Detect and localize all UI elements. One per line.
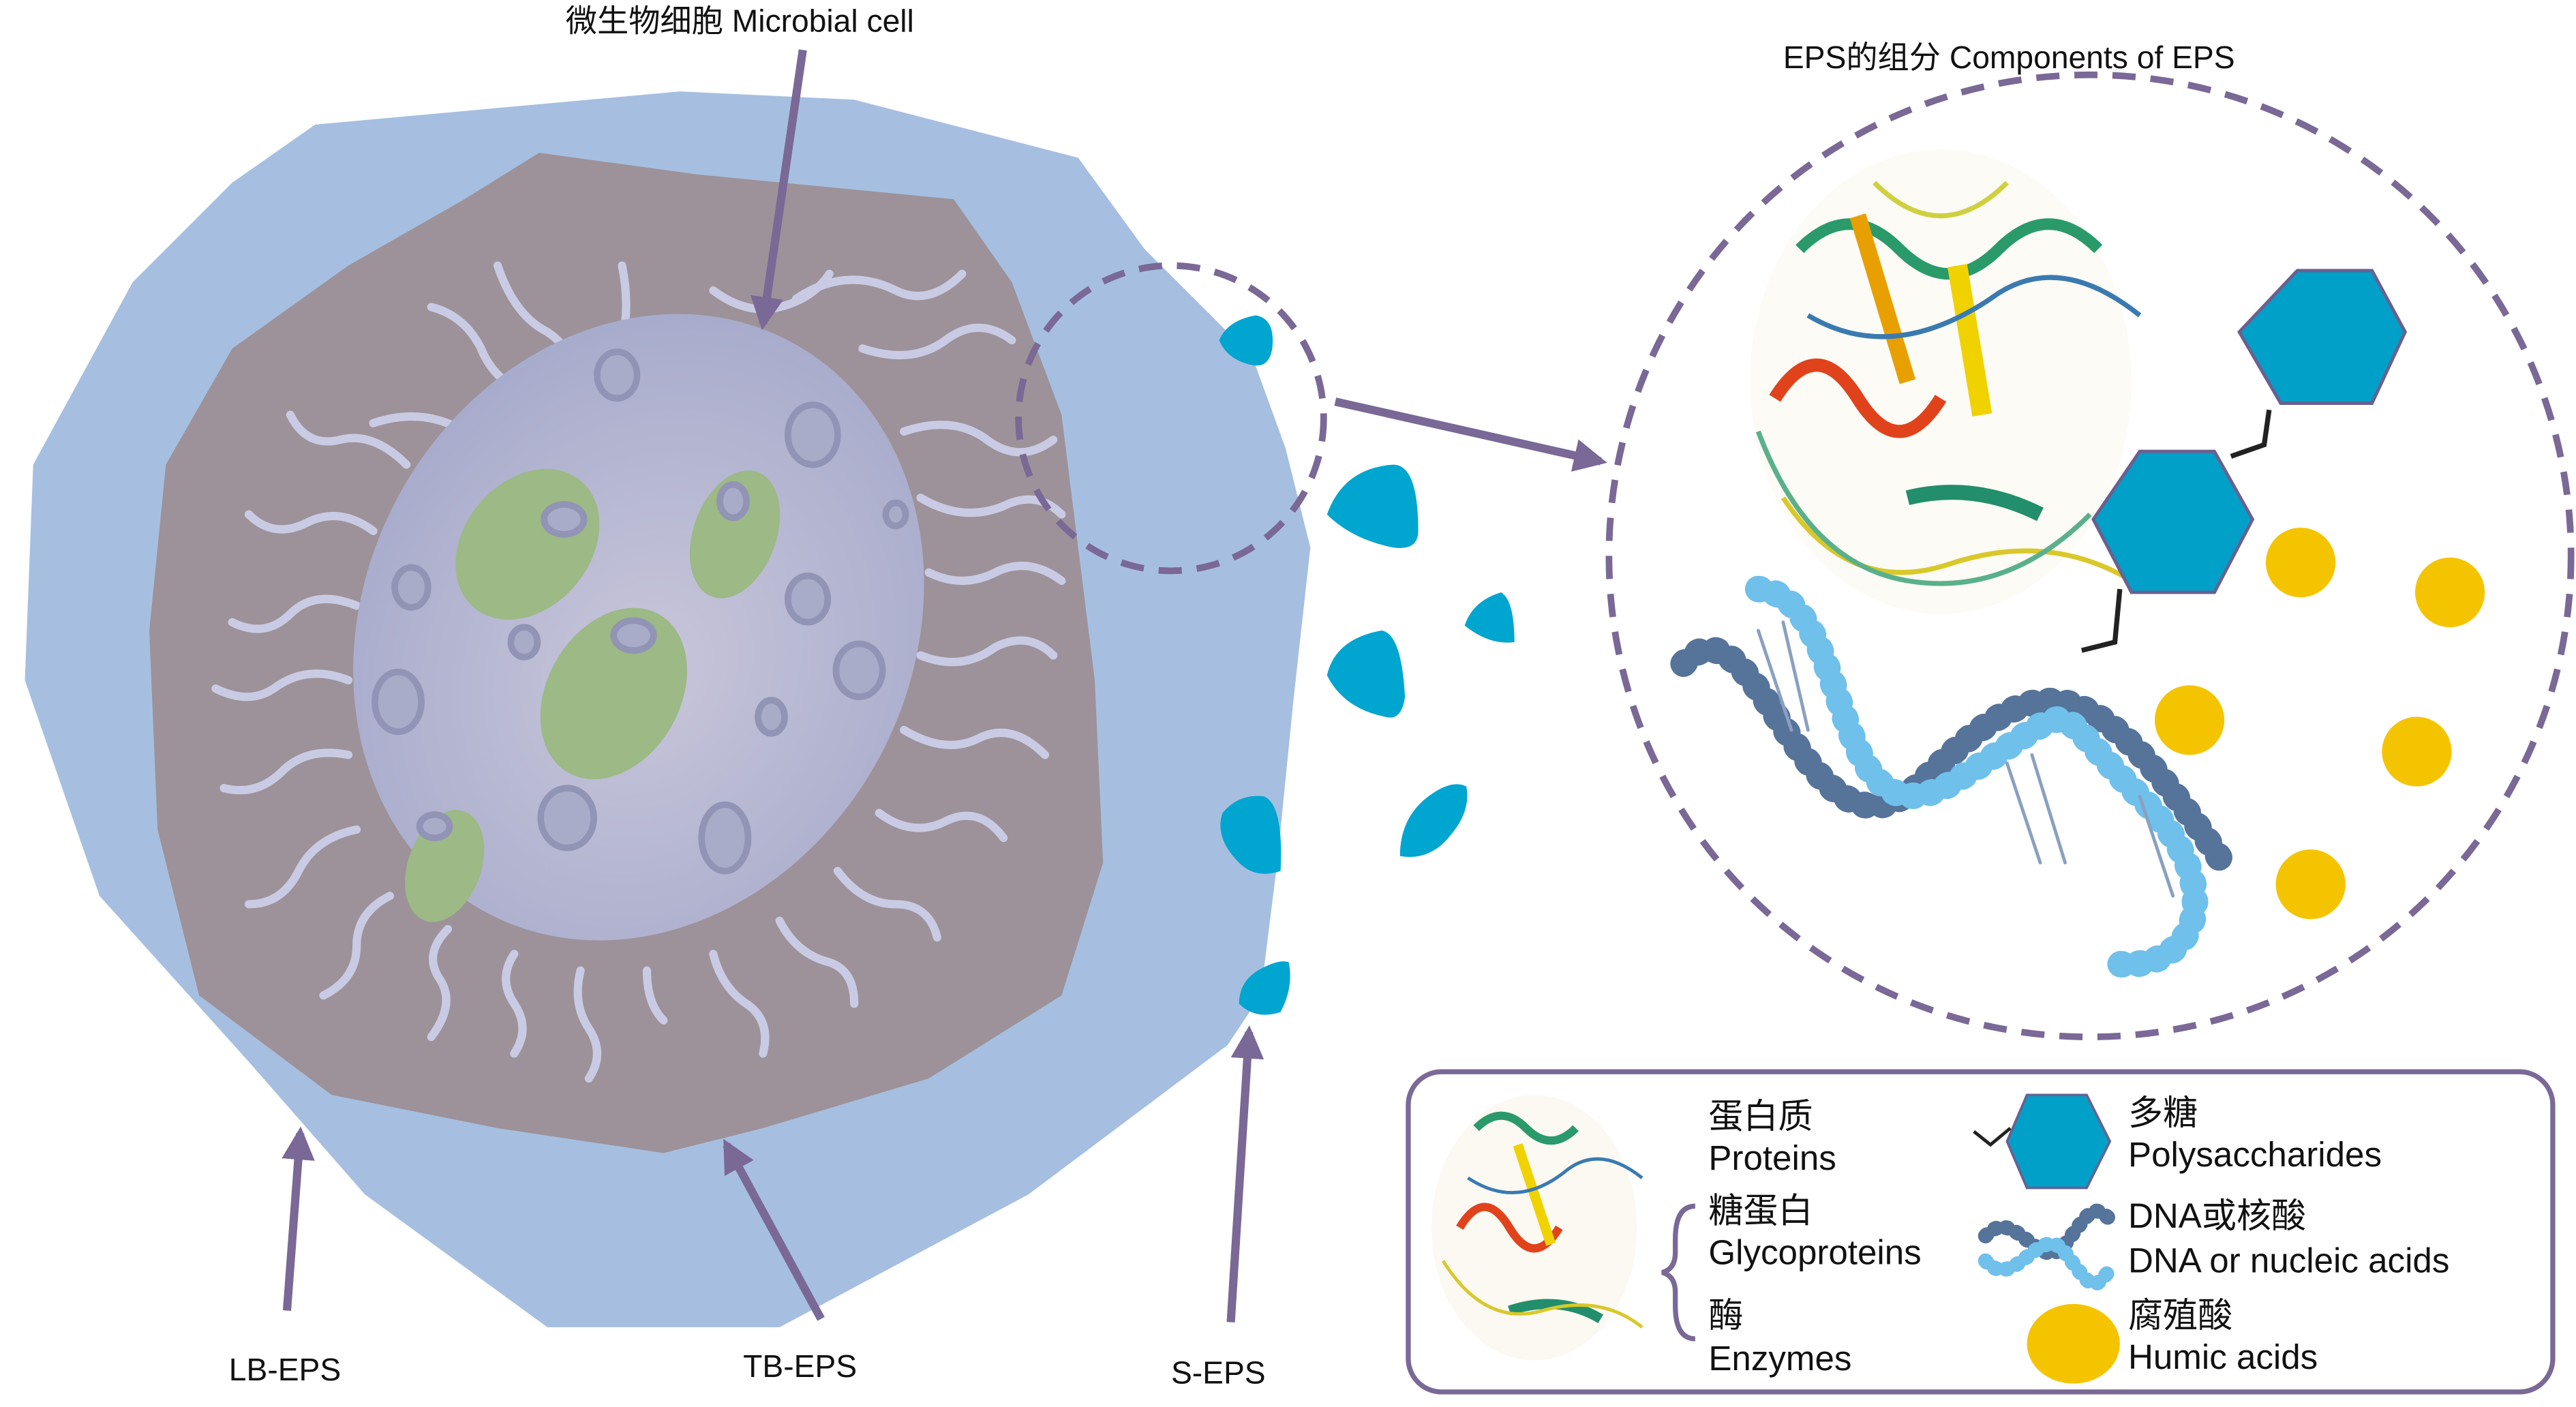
humic-acids <box>2154 528 2485 920</box>
tb-eps-arrow <box>723 1138 825 1321</box>
legend-dna-en: DNA or nucleic acids <box>2128 1241 2449 1280</box>
legend-proteins-en: Proteins <box>1708 1138 1836 1177</box>
hexagon-polysaccharide <box>2091 449 2255 594</box>
lb-eps-arrow <box>282 1126 315 1312</box>
components-title: EPS的组分 Components of EPS <box>1783 40 2235 75</box>
microbial-cell-title: 微生物细胞 Microbial cell <box>566 3 914 38</box>
legend-humic-cn: 腐殖酸 <box>2128 1296 2232 1335</box>
legend-poly-link <box>1973 1127 2012 1147</box>
legend-proteins-cn: 蛋白质 <box>1708 1097 1813 1136</box>
polysaccharide-chain <box>2080 269 2408 653</box>
legend-humic-icon <box>2027 1303 2120 1384</box>
legend-polysaccharides-cn: 多糖 <box>2128 1093 2198 1132</box>
s-eps-label: S-EPS <box>1171 1355 1266 1391</box>
legend-enzymes-en: Enzymes <box>1708 1339 1851 1378</box>
legend-hexagon-icon <box>2005 1093 2112 1190</box>
legend-dna-cn: DNA或核酸 <box>2128 1196 2306 1235</box>
legend-glycoproteins-en: Glycoproteins <box>1708 1232 1921 1271</box>
components-circle <box>1605 71 2575 1040</box>
vesicles <box>372 348 909 875</box>
microbial-cell-arrow <box>750 49 807 331</box>
legend-enzymes-cn: 酶 <box>1708 1296 1743 1335</box>
legend-protein-icon <box>1431 1095 1643 1361</box>
legend-humic-en: Humic acids <box>2128 1337 2318 1376</box>
protein-structure <box>1750 149 2142 614</box>
hexagon-polysaccharide <box>2237 269 2408 405</box>
s-eps-droplets <box>1219 315 1515 1015</box>
legend-polysaccharides-en: Polysaccharides <box>2128 1135 2382 1174</box>
dna-helix <box>1670 575 2237 978</box>
tb-eps-label: TB-EPS <box>743 1348 857 1384</box>
s-eps-arrow <box>1226 1025 1264 1323</box>
legend-dna-icon <box>1978 1203 2118 1291</box>
legend-brace <box>1661 1203 1696 1342</box>
legend-glycoproteins-cn: 糖蛋白 <box>1708 1192 1813 1230</box>
lb-eps-label: LB-EPS <box>229 1352 341 1387</box>
magnify-region <box>1015 262 1327 575</box>
zoom-arrow <box>1334 397 1607 472</box>
